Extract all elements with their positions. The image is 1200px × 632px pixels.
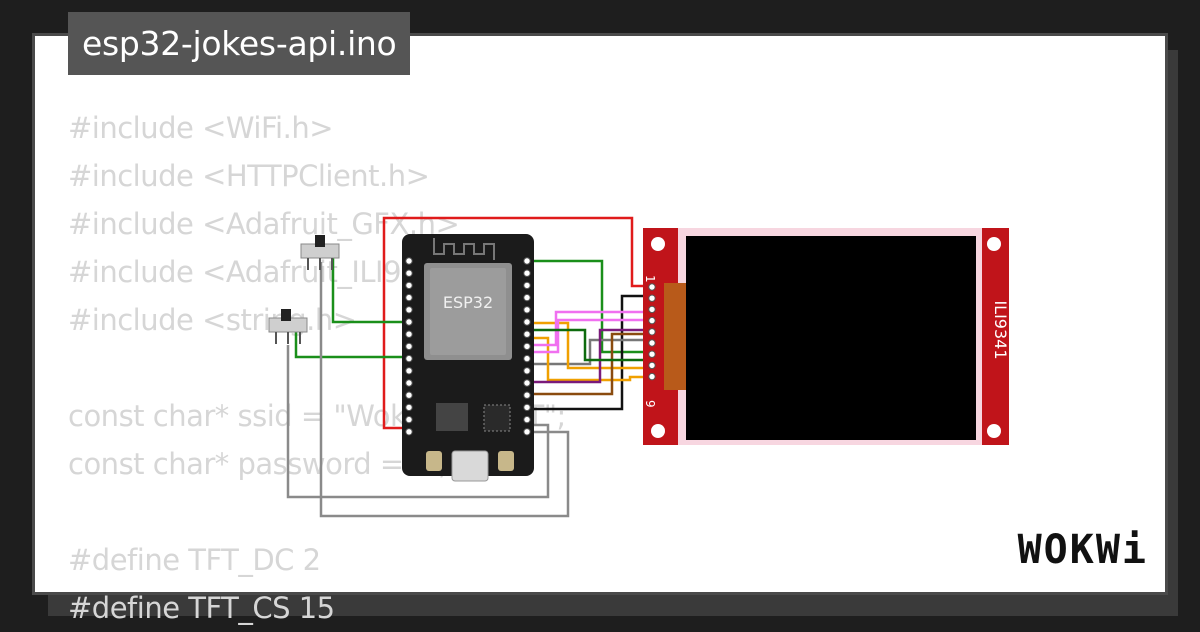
wire-green-1 (527, 259, 652, 354)
mount-hole (987, 424, 1001, 438)
mount-hole (987, 237, 1001, 251)
esp32-pin[interactable] (523, 391, 531, 399)
display-pins (648, 283, 656, 381)
regulator (436, 403, 468, 431)
esp32-pin[interactable] (405, 257, 413, 265)
wire-brown (527, 332, 652, 396)
esp32-pin[interactable] (405, 293, 413, 302)
wokwi-logo: WOKWi (1017, 527, 1148, 573)
esp32-pin[interactable] (405, 330, 413, 338)
esp32-pin[interactable] (405, 306, 413, 314)
display-pin[interactable] (648, 328, 656, 336)
esp32-pin[interactable] (405, 342, 413, 351)
display-pin[interactable] (648, 316, 656, 325)
esp32-pin[interactable] (405, 318, 413, 326)
wire-purple (527, 328, 652, 384)
code-line: #include <WiFi.h> (68, 111, 334, 145)
esp32-left-pins (405, 257, 413, 436)
code-line: #define TFT_DC 2 (68, 543, 321, 577)
esp32-pin[interactable] (405, 269, 413, 277)
display-pin[interactable] (648, 372, 656, 381)
esp32-pin[interactable] (523, 379, 531, 387)
wire-darkgreen (527, 328, 652, 362)
esp32-pin[interactable] (523, 342, 531, 351)
wire-gray-loop-2 (319, 262, 570, 518)
usb-port (451, 450, 489, 482)
mount-hole (651, 237, 665, 251)
boot-button (426, 451, 442, 471)
wires (286, 216, 652, 518)
esp32-pin[interactable] (523, 415, 531, 424)
usb-chip (483, 404, 511, 432)
esp32-pin[interactable] (523, 354, 531, 363)
esp32-pin[interactable] (405, 403, 413, 412)
esp32-pin[interactable] (523, 428, 531, 436)
wire-gray-loop-1 (286, 345, 550, 499)
wire-red-vcc (382, 216, 652, 430)
esp32-label: ESP32 (443, 293, 493, 312)
wire-green-3 (294, 330, 409, 359)
esp32-board[interactable]: ESP32 (402, 234, 534, 482)
esp32-pin[interactable] (523, 293, 531, 302)
antenna-trace (433, 238, 495, 260)
esp32-pin[interactable] (405, 367, 413, 375)
wire-pink-2 (527, 318, 652, 354)
reset-button (498, 451, 514, 471)
display-pin[interactable] (648, 283, 656, 291)
display-pin[interactable] (648, 339, 656, 347)
wire-green-2 (320, 252, 409, 324)
esp32-pin[interactable] (405, 428, 413, 436)
wire-gray (527, 338, 652, 366)
display-pin[interactable] (648, 305, 656, 314)
wire-orange-1 (527, 321, 652, 370)
code-line: #include <string.h> (68, 303, 357, 337)
file-title[interactable]: esp32-jokes-api.ino (68, 12, 411, 75)
display-pin[interactable] (648, 361, 656, 370)
esp32-right-pins (523, 257, 531, 436)
esp32-pin[interactable] (405, 379, 413, 387)
mount-hole (651, 424, 665, 438)
esp32-pin[interactable] (523, 367, 531, 375)
ili9341-display[interactable]: ILI9341 1 9 (643, 228, 1010, 445)
wire-pink-1 (527, 310, 652, 347)
display-label: ILI9341 (991, 300, 1010, 359)
display-pin[interactable] (648, 350, 656, 358)
display-pin[interactable] (648, 294, 656, 302)
esp32-pin[interactable] (523, 257, 531, 265)
slide-switch-2[interactable] (268, 309, 308, 344)
esp32-pin[interactable] (523, 269, 531, 277)
esp32-pin[interactable] (405, 281, 413, 290)
esp32-pin[interactable] (405, 354, 413, 363)
code-line: const char* password = ""; (68, 447, 448, 481)
pin-label-1: 1 (643, 275, 657, 283)
flex-connector (664, 283, 686, 390)
slide-switch-1[interactable] (300, 235, 340, 270)
esp32-pin[interactable] (405, 415, 413, 424)
esp32-pin[interactable] (405, 391, 413, 399)
esp32-pin[interactable] (523, 318, 531, 326)
esp32-pin[interactable] (523, 403, 531, 412)
code-line: #include <HTTPClient.h> (68, 159, 430, 193)
pin-label-9: 9 (643, 400, 657, 408)
wire-orange-2 (527, 336, 652, 382)
esp32-pin[interactable] (523, 330, 531, 338)
esp32-pin[interactable] (523, 306, 531, 314)
code-line: #define TFT_CS 15 (68, 591, 335, 625)
esp32-pin[interactable] (523, 281, 531, 290)
wire-black (527, 294, 652, 411)
